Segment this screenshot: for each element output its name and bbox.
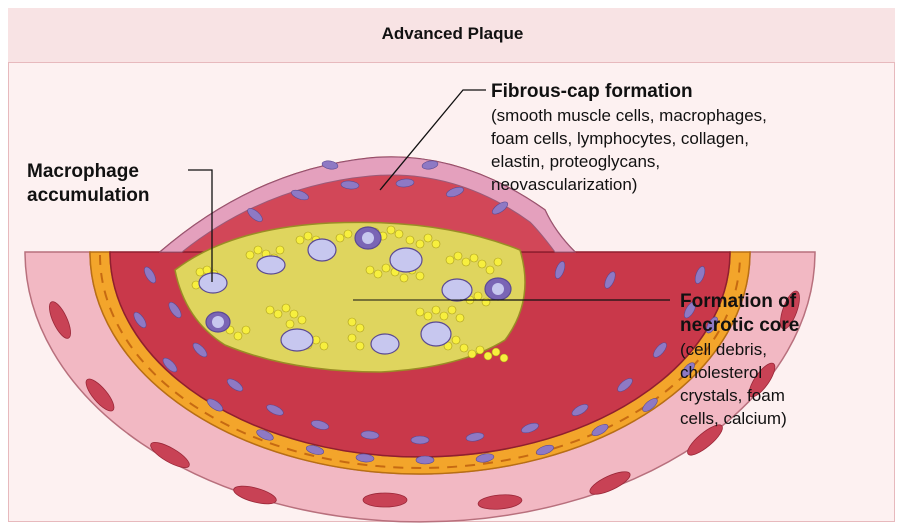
fibrous-cap-detail-2: foam cells, lymphocytes, collagen, (491, 127, 767, 150)
necrotic-core-label: Formation of necrotic core (cell debris,… (680, 290, 799, 430)
necrotic-core-heading-1: Formation of (680, 290, 799, 314)
necrotic-core-detail-2: cholesterol (680, 361, 799, 384)
fibrous-cap-detail-1: (smooth muscle cells, macrophages, (491, 104, 767, 127)
necrotic-core-detail-3: crystals, foam (680, 384, 799, 407)
necrotic-core-detail-1: (cell debris, (680, 338, 799, 361)
macrophage-label-line-2: accumulation (27, 184, 149, 208)
fibrous-cap-label: Fibrous-cap formation (smooth muscle cel… (491, 80, 767, 196)
fibrous-cap-detail-3: elastin, proteoglycans, (491, 150, 767, 173)
fibrous-cap-heading: Fibrous-cap formation (491, 80, 767, 104)
fibrous-cap-detail-4: neovascularization) (491, 173, 767, 196)
macrophage-label-line-1: Macrophage (27, 160, 149, 184)
necrotic-core-detail-4: cells, calcium) (680, 407, 799, 430)
macrophage-label: Macrophage accumulation (27, 160, 149, 208)
necrotic-core-heading-2: necrotic core (680, 314, 799, 338)
